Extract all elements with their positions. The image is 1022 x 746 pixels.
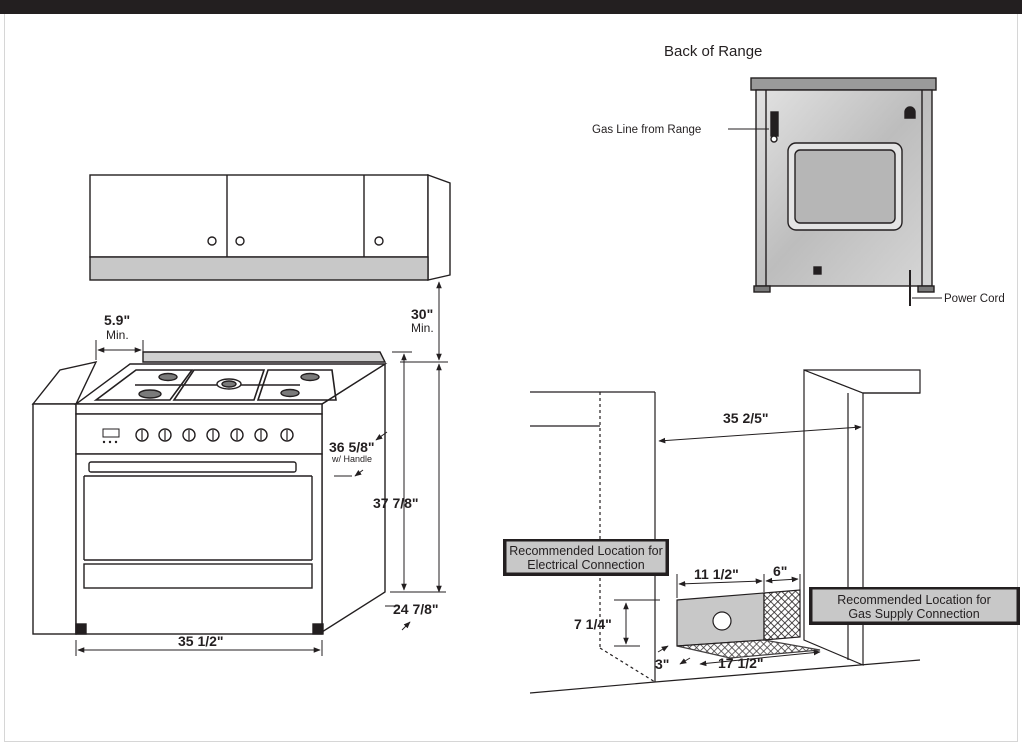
- zone-height-value: 7 1/4": [574, 616, 612, 632]
- electrical-zone-width-value: 11 1/2": [694, 566, 739, 582]
- cutout-width-value: 35 2/5": [723, 410, 769, 426]
- gas-callout: Recommended Location for Gas Supply Conn…: [809, 587, 1020, 625]
- electrical-callout: Recommended Location for Electrical Conn…: [503, 539, 669, 576]
- depth-value: 24 7/8": [393, 601, 439, 617]
- height-with-handle-value: 36 5/8": [329, 439, 375, 455]
- gas-label-line1: Recommended Location for: [837, 593, 991, 607]
- zone-total-width-value: 17 1/2": [718, 655, 764, 671]
- back-of-range-title: Back of Range: [664, 43, 762, 60]
- gas-line-label: Gas Line from Range: [592, 124, 701, 136]
- cabinet-clearance-note: Min.: [411, 321, 434, 335]
- side-clearance-value: 5.9": [104, 312, 130, 328]
- cabinet-clearance-value: 30": [411, 306, 433, 322]
- power-cord-label: Power Cord: [944, 293, 1005, 305]
- total-height-value: 37 7/8": [373, 495, 419, 511]
- wall-cabinet: [89, 174, 451, 281]
- back-callout-lines: [728, 128, 942, 299]
- install-dimension-lines: [614, 424, 862, 667]
- zone-offset-value: 3": [655, 656, 669, 672]
- header-bar: [0, 0, 1022, 14]
- height-with-handle-note: w/ Handle: [331, 454, 372, 464]
- electrical-label-line1: Recommended Location for: [509, 544, 663, 558]
- electrical-label-line2: Electrical Connection: [527, 558, 644, 572]
- range-front-view: [31, 351, 388, 635]
- side-clearance-note: Min.: [106, 328, 129, 342]
- gas-zone-width-value: 6": [773, 563, 787, 579]
- width-value: 35 1/2": [178, 633, 224, 649]
- page-frame: [4, 14, 1018, 742]
- back-of-range-view: [750, 77, 937, 306]
- gas-label-line2: Gas Supply Connection: [848, 607, 979, 621]
- range-dimension-lines: [75, 281, 448, 656]
